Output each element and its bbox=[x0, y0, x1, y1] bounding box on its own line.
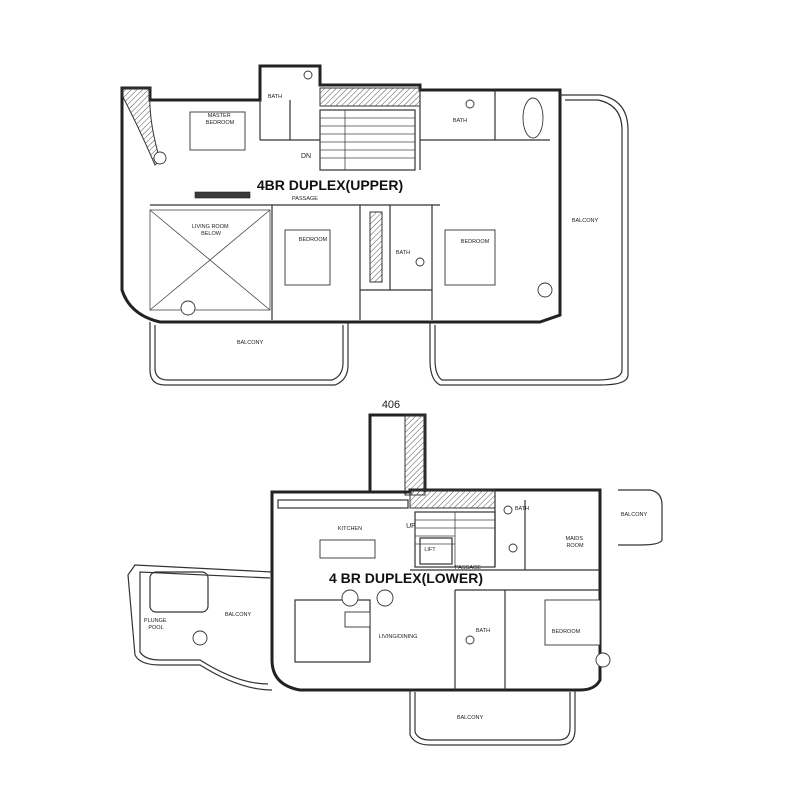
lower-planter bbox=[595, 652, 611, 668]
upper-toilet-2 bbox=[415, 257, 425, 267]
upper-floor-plan: MASTER BEDROOM BATH BATH BATH DN PASSAGE… bbox=[120, 64, 629, 386]
lower-bath-1-label: BATH bbox=[515, 506, 529, 512]
upper-toilet-1 bbox=[465, 99, 475, 109]
lower-bath-2-label: BATH bbox=[476, 628, 490, 634]
upper-interior-walls bbox=[150, 90, 550, 320]
lower-floor-plan: 406 KITCHEN UP PASSAGE LIFT BATH BATH MA… bbox=[127, 399, 663, 746]
sofa bbox=[294, 599, 371, 663]
lower-balcony-bottom-inner bbox=[414, 692, 571, 741]
upper-bath-2-label: BATH bbox=[453, 118, 467, 124]
dining-table bbox=[319, 539, 376, 559]
lower-balcony-planter bbox=[192, 630, 208, 646]
upper-balcony-right bbox=[429, 94, 629, 386]
lower-stair-treads bbox=[415, 512, 495, 567]
armchair-1 bbox=[341, 589, 359, 607]
kitchen-counter bbox=[277, 499, 409, 509]
upper-dn-label: DN bbox=[301, 153, 311, 160]
master-bed bbox=[189, 111, 246, 151]
lower-corridor-wall bbox=[404, 414, 426, 496]
lower-bed bbox=[544, 599, 601, 646]
unit-number: 406 bbox=[382, 399, 400, 411]
lower-toilet-2 bbox=[503, 505, 513, 515]
upper-bathtub bbox=[522, 97, 544, 139]
lower-balcony-topright-label: BALCONY bbox=[621, 512, 648, 518]
lower-lift-label: LIFT bbox=[424, 547, 436, 553]
lower-up-label: UP bbox=[406, 523, 416, 530]
upper-bedroom-1-label: BEDROOM bbox=[299, 237, 328, 243]
upper-bedroom-2-label: BEDROOM bbox=[461, 239, 490, 245]
upper-passage-label: PASSAGE bbox=[292, 196, 318, 202]
upper-stair-core-top bbox=[319, 87, 421, 107]
upper-balcony-bottom bbox=[149, 322, 349, 386]
upper-balcony-bottom-inner bbox=[154, 325, 344, 381]
lower-lift bbox=[419, 537, 453, 565]
upper-planter-1 bbox=[153, 151, 167, 165]
upper-stair-treads bbox=[320, 110, 415, 170]
lower-stair-core-top bbox=[409, 489, 496, 509]
armchair-2 bbox=[376, 589, 394, 607]
lower-outer-wall bbox=[270, 488, 602, 692]
lower-living-dining-label: LIVING/DINING bbox=[379, 634, 418, 640]
lower-bedroom-label: BEDROOM bbox=[552, 629, 581, 635]
lower-balcony-left-label: BALCONY bbox=[225, 612, 252, 618]
upper-planter-2 bbox=[180, 300, 196, 316]
upper-balcony-right-inner bbox=[434, 99, 623, 381]
bedroom-1-bed bbox=[284, 229, 331, 286]
upper-void-cross bbox=[149, 209, 271, 311]
upper-living-below-label: LIVING ROOM BELOW bbox=[192, 224, 230, 237]
lower-kitchen-label: KITCHEN bbox=[338, 526, 362, 532]
upper-plan-title: 4BR DUPLEX(UPPER) bbox=[257, 177, 403, 193]
lower-plan-title: 4 BR DUPLEX(LOWER) bbox=[329, 570, 483, 586]
lower-toilet-3 bbox=[508, 543, 518, 553]
coffee-table bbox=[344, 611, 371, 628]
plunge-pool bbox=[149, 571, 209, 613]
lower-maids-room-label: MAIDS ROOM bbox=[566, 536, 585, 549]
upper-wardrobe-2 bbox=[369, 211, 383, 283]
upper-bath-3-label: BATH bbox=[396, 250, 410, 256]
upper-bath-1-label: BATH bbox=[268, 94, 282, 100]
lower-toilet-1 bbox=[465, 635, 475, 645]
upper-stair bbox=[319, 109, 416, 171]
upper-toilet-3 bbox=[303, 70, 313, 80]
lower-balcony-bottom-label: BALCONY bbox=[457, 715, 484, 721]
lower-interior-walls bbox=[410, 490, 600, 690]
lower-balcony-left-inner bbox=[139, 571, 271, 685]
lower-balcony-left bbox=[127, 564, 273, 691]
upper-balcony-right-label: BALCONY bbox=[572, 218, 599, 224]
upper-wardrobe bbox=[194, 191, 251, 199]
lower-passage-label: PASSAGE bbox=[455, 565, 481, 571]
upper-master-bedroom-label: MASTER BEDROOM bbox=[206, 113, 235, 126]
lower-balcony-topright bbox=[618, 489, 663, 546]
plunge-pool-label: PLUNGE POOL bbox=[144, 618, 168, 631]
upper-planter-3 bbox=[537, 282, 553, 298]
upper-outer-wall bbox=[120, 64, 562, 324]
lower-balcony-bottom bbox=[409, 690, 576, 746]
bedroom-2-bed bbox=[444, 229, 496, 286]
upper-balcony-bottom-label: BALCONY bbox=[237, 340, 264, 346]
